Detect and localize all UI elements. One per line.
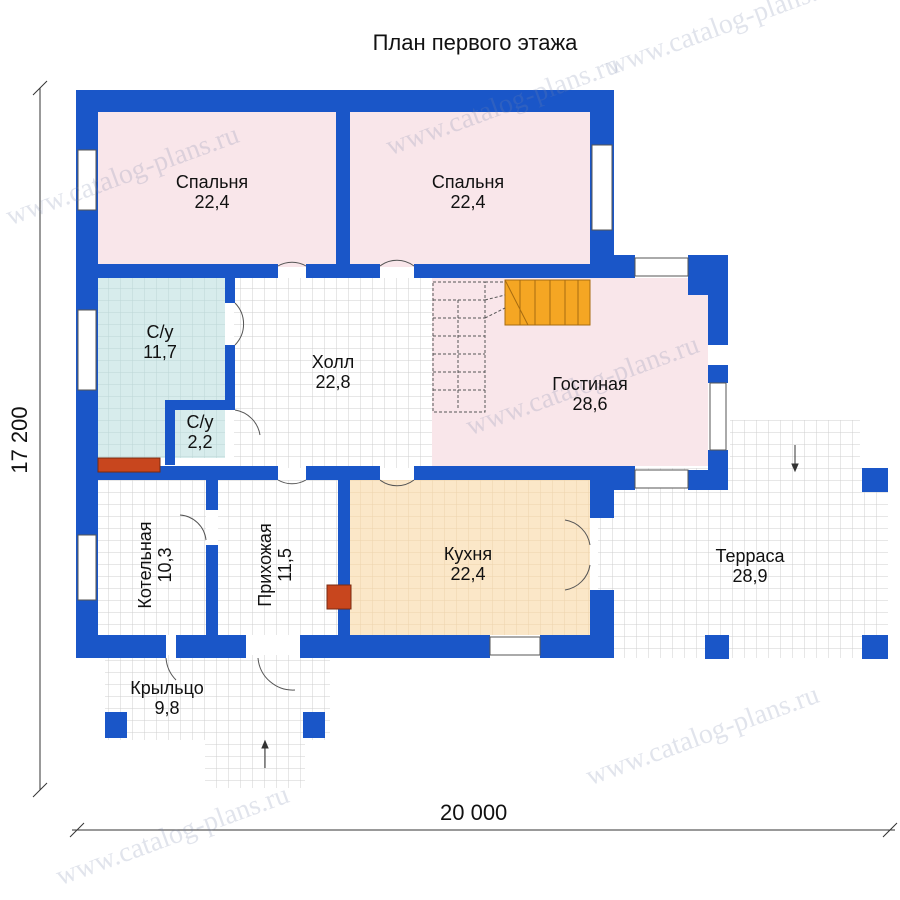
room-label-terrace: Терраса 28,9	[690, 546, 810, 586]
room-name: Котельная	[135, 521, 155, 609]
room-name: Гостиная	[552, 374, 628, 394]
room-label-bathroom2: С/у 2,2	[172, 412, 228, 452]
boiler-floor	[98, 480, 206, 635]
porch-floor	[105, 655, 330, 740]
width-dimension-line	[69, 822, 898, 838]
plan-title: План первого этажа	[372, 30, 578, 55]
room-label-bedroom1: Спальня 22,4	[152, 172, 272, 212]
entry-arrows	[261, 445, 799, 768]
room-area: 28,6	[572, 394, 608, 414]
width-dimension-label: 20 000	[440, 800, 508, 825]
room-label-bedroom2: Спальня 22,4	[408, 172, 528, 212]
doors	[165, 259, 591, 691]
room-area: 28,9	[732, 566, 768, 586]
bedroom1-floor	[98, 112, 336, 267]
room-area: 10,3	[155, 547, 175, 583]
entry-floor	[218, 480, 338, 635]
room-label-boiler: Котельная 10,3	[135, 510, 175, 620]
terrace-floor	[598, 468, 888, 658]
windows	[77, 144, 727, 656]
room-area: 22,4	[194, 192, 230, 212]
hall-floor	[234, 278, 434, 468]
room-label-living: Гостиная 28,6	[530, 374, 650, 414]
bedroom2-floor	[350, 112, 590, 267]
porch-step	[205, 738, 305, 788]
room-area: 22,8	[315, 372, 351, 392]
room-name: Спальня	[175, 172, 249, 192]
room-name: Кухня	[443, 544, 493, 564]
room-area: 11,7	[143, 342, 177, 362]
room-name: Терраса	[715, 546, 785, 566]
height-dimension-label: 17 200	[7, 406, 32, 474]
staircase	[432, 279, 591, 413]
room-label-kitchen: Кухня 22,4	[408, 544, 528, 584]
height-dimension-line	[32, 80, 48, 798]
room-name: Спальня	[431, 172, 505, 192]
room-name: Холл	[311, 352, 355, 372]
bathroom1-floor	[98, 278, 225, 458]
room-name: С/у	[146, 322, 174, 342]
room-area: 11,5	[275, 548, 295, 582]
kitchen-floor	[350, 480, 590, 635]
room-name: С/у	[186, 412, 214, 432]
room-area: 22,4	[450, 192, 486, 212]
room-area: 9,8	[154, 698, 180, 718]
room-label-bathroom1: С/у 11,7	[110, 322, 210, 362]
room-label-hall: Холл 22,8	[283, 352, 383, 392]
hearth-marks	[97, 457, 352, 610]
room-label-porch: Крыльцо 9,8	[107, 678, 227, 718]
room-label-entry: Прихожая 11,5	[255, 510, 295, 620]
room-name: Прихожая	[255, 523, 275, 607]
room-name: Крыльцо	[130, 678, 204, 698]
room-area: 2,2	[187, 432, 213, 452]
room-area: 22,4	[450, 564, 486, 584]
